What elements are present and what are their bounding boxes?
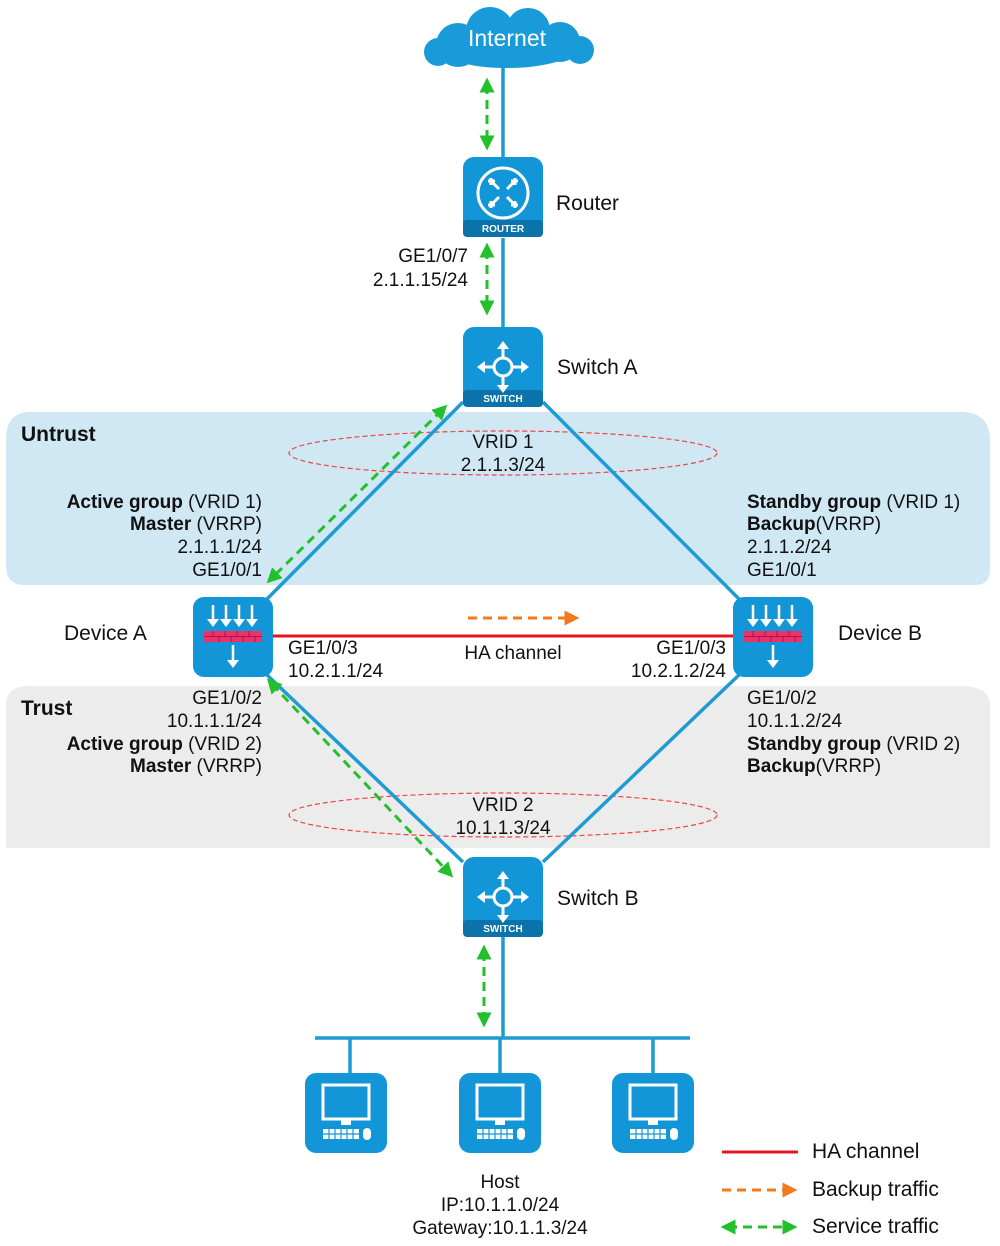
legend-symbols bbox=[720, 1150, 798, 1235]
service-traffic bbox=[266, 77, 495, 1028]
device-a-down-port: GE1/0/2 bbox=[192, 688, 262, 709]
legend-ha-label: HA channel bbox=[812, 1140, 920, 1163]
router-port: GE1/0/7 bbox=[398, 246, 468, 267]
firewall-icon bbox=[193, 597, 273, 677]
legend-service-label: Service traffic bbox=[812, 1215, 939, 1238]
router-icon: ROUTER bbox=[463, 157, 543, 237]
device-b-down-port: GE1/0/2 bbox=[747, 688, 817, 709]
device-a-ha-port: GE1/0/3 bbox=[288, 638, 358, 659]
switch-b-name: Switch B bbox=[557, 887, 639, 910]
device-a-down-group: Active group (VRID 2) bbox=[66, 734, 262, 755]
vrid1-ip: 2.1.1.3/24 bbox=[460, 455, 546, 476]
switch-b-badge: SWITCH bbox=[483, 924, 522, 935]
pc-icon bbox=[305, 1073, 387, 1153]
host-ip: IP:10.1.1.0/24 bbox=[440, 1195, 560, 1216]
device-a-up-role: Master (VRRP) bbox=[130, 514, 262, 535]
untrust-zone bbox=[6, 412, 990, 585]
link-device-b-switch-b bbox=[541, 672, 742, 864]
switch-b-icon: SWITCH bbox=[463, 857, 543, 937]
pc-icon bbox=[459, 1073, 541, 1153]
vrid2-name: VRID 2 bbox=[472, 795, 534, 816]
device-b-up-role: Backup(VRRP) bbox=[747, 514, 882, 535]
device-b-name: Device B bbox=[838, 622, 923, 645]
device-b-ha-ip: 10.2.1.2/24 bbox=[630, 661, 726, 682]
cloud-icon bbox=[424, 7, 594, 68]
firewall-icon bbox=[733, 597, 813, 677]
device-b-down-group: Standby group (VRID 2) bbox=[747, 734, 961, 755]
router-badge: ROUTER bbox=[482, 224, 525, 235]
device-b-down-ip: 10.1.1.2/24 bbox=[747, 711, 843, 732]
device-a-up-group: Active group (VRID 1) bbox=[66, 492, 262, 513]
trust-zone-label: Trust bbox=[21, 697, 73, 720]
ha-channel-label: HA channel bbox=[464, 643, 562, 664]
device-a-name: Device A bbox=[64, 622, 147, 645]
switch-a-icon: SWITCH bbox=[463, 327, 543, 407]
trust-zone bbox=[6, 686, 990, 848]
legend-backup-label: Backup traffic bbox=[812, 1178, 939, 1201]
host-gateway: Gateway:10.1.1.3/24 bbox=[412, 1218, 588, 1239]
device-b-ha-port: GE1/0/3 bbox=[656, 638, 726, 659]
host-name: Host bbox=[480, 1172, 520, 1193]
device-a-up-ip: 2.1.1.1/24 bbox=[177, 537, 262, 558]
device-a-down-role: Master (VRRP) bbox=[130, 756, 262, 777]
device-b-up-port: GE1/0/1 bbox=[747, 560, 817, 581]
device-a-down-ip: 10.1.1.1/24 bbox=[166, 711, 262, 732]
device-a-up-port: GE1/0/1 bbox=[192, 560, 262, 581]
switch-a-name: Switch A bbox=[557, 356, 638, 379]
device-a-ha-ip: 10.2.1.1/24 bbox=[288, 661, 384, 682]
device-b-down-role: Backup(VRRP) bbox=[747, 756, 882, 777]
vrid1-name: VRID 1 bbox=[472, 432, 534, 453]
untrust-zone-label: Untrust bbox=[21, 423, 96, 446]
link-switch-a-device-b bbox=[541, 400, 742, 602]
router-name: Router bbox=[556, 192, 620, 215]
internet-label: Internet bbox=[468, 25, 546, 51]
device-b-up-group: Standby group (VRID 1) bbox=[747, 492, 961, 513]
device-b-up-ip: 2.1.1.2/24 bbox=[747, 537, 832, 558]
switch-a-badge: SWITCH bbox=[483, 394, 522, 405]
pc-icon bbox=[612, 1073, 694, 1153]
router-ip: 2.1.1.15/24 bbox=[372, 270, 468, 291]
vrid2-ip: 10.1.1.3/24 bbox=[455, 818, 551, 839]
